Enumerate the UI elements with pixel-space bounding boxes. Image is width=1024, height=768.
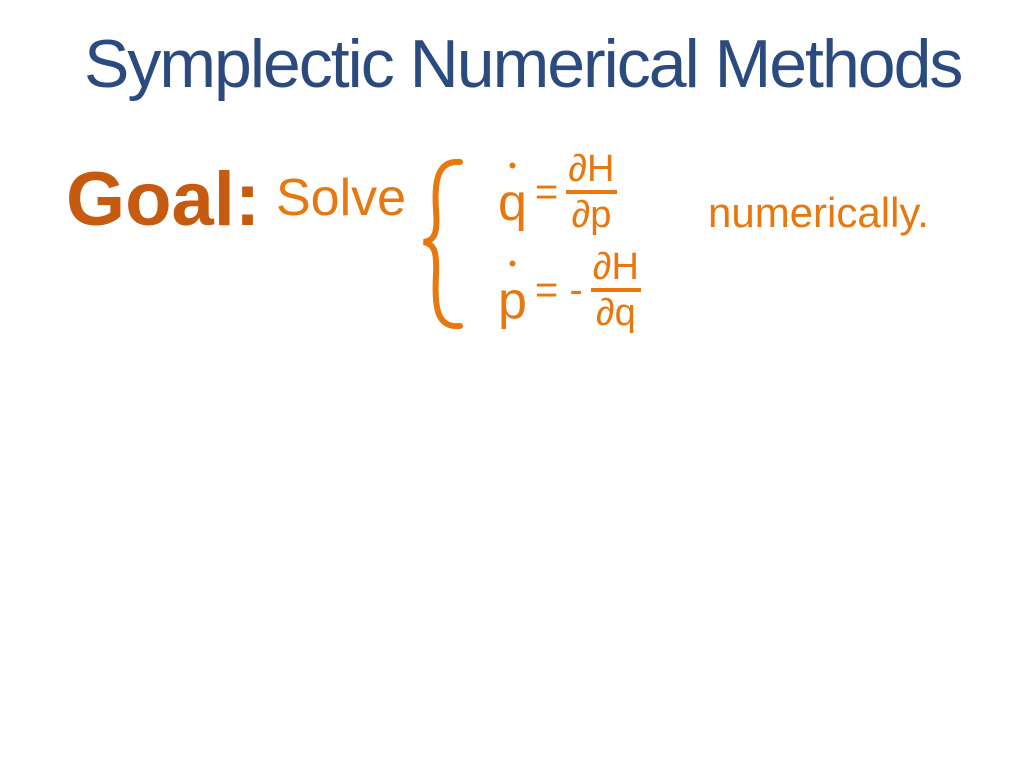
numerator: ∂H	[566, 150, 617, 194]
p-variable: • p	[498, 251, 527, 330]
solve-text: Solve	[276, 169, 407, 227]
denominator: ∂p	[571, 194, 612, 236]
denominator: ∂q	[595, 292, 636, 334]
numerically-text: numerically.	[708, 189, 929, 236]
equals-minus-sign: = -	[534, 268, 583, 312]
slide-title: Symplectic Numerical Methods	[84, 26, 963, 102]
lhs-text: p	[498, 272, 527, 330]
goal-label: Goal:	[66, 157, 261, 242]
partial-fraction: ∂H ∂q	[590, 248, 641, 334]
lhs-text: q	[498, 174, 527, 232]
numerator: ∂H	[590, 248, 641, 292]
q-variable: • q	[498, 153, 527, 232]
time-derivative-dot: •	[508, 153, 517, 178]
equation-p-dot: • p = - ∂H ∂q	[498, 248, 641, 332]
curly-brace-icon	[422, 158, 463, 330]
partial-fraction: ∂H ∂p	[566, 150, 617, 236]
time-derivative-dot: •	[508, 251, 517, 276]
equals-sign: =	[534, 170, 559, 214]
equation-q-dot: • q = ∂H ∂p	[498, 150, 617, 234]
